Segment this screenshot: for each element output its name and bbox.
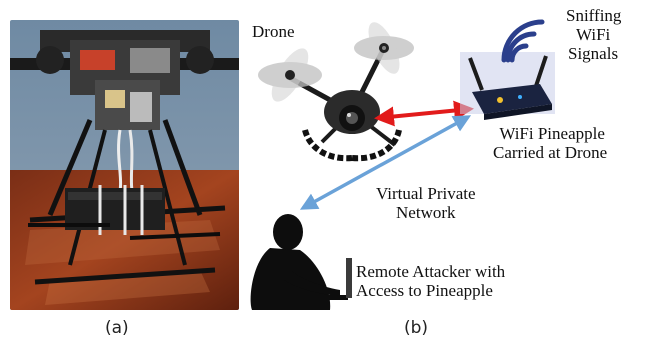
- pineapple-label-line1: WiFi Pineapple: [499, 124, 605, 143]
- attacker-label: Remote Attacker with Access to Pineapple: [356, 262, 505, 300]
- attacker-label-line1: Remote Attacker with: [356, 262, 506, 281]
- sniffing-label: Sniffing WiFi Signals: [566, 6, 621, 63]
- pineapple-label: WiFi Pineapple Carried at Drone: [493, 124, 607, 162]
- drone-photo: [10, 20, 239, 310]
- vpn-label-line2: Network: [396, 203, 456, 223]
- vpn-label: Virtual Private Network: [376, 184, 476, 222]
- panel-b-caption: (b): [404, 318, 429, 338]
- drone-pineapple-link-arrow: [374, 100, 474, 127]
- remote-attacker-icon: [250, 214, 352, 310]
- sniffing-label-line3: Signals: [568, 44, 619, 64]
- vpn-label-line1: Virtual Private: [376, 184, 476, 203]
- sniffing-label-line2: WiFi: [576, 25, 611, 45]
- vpn-arrow: [299, 115, 472, 210]
- wifi-signal-waves-icon: [501, 19, 545, 63]
- pineapple-label-line2: Carried at Drone: [493, 143, 608, 163]
- sniffing-label-line1: Sniffing: [566, 6, 622, 25]
- attacker-label-line2: Access to Pineapple: [356, 281, 493, 301]
- drone-label: Drone: [252, 22, 295, 41]
- panel-a-caption: (a): [105, 318, 129, 338]
